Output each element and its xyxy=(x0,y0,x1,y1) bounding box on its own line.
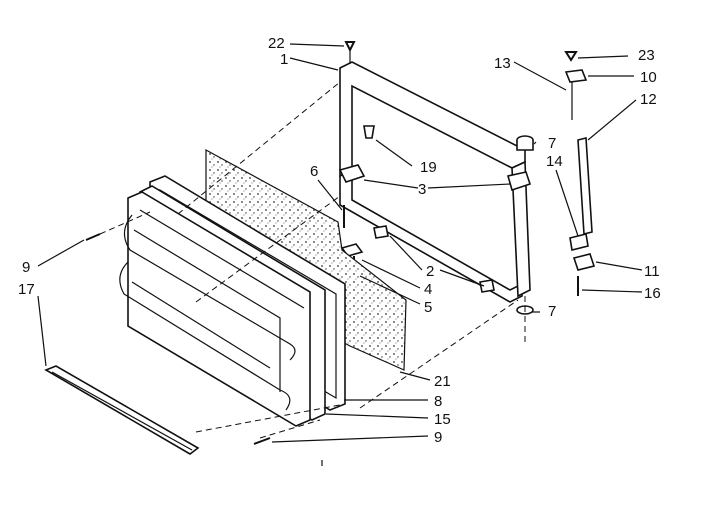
cup-7-upper xyxy=(516,135,534,151)
bumper-2 xyxy=(373,225,495,293)
assembly-lines xyxy=(99,81,519,439)
callout-23: 23 xyxy=(638,47,655,64)
hinge-cap-10 xyxy=(564,69,588,120)
leader-lines xyxy=(37,43,643,443)
callout-4: 4 xyxy=(424,281,432,298)
callout-7-lower: 7 xyxy=(548,303,556,320)
callout-11: 11 xyxy=(644,263,660,280)
trim-strip-17 xyxy=(44,365,200,455)
screw-9-bottom xyxy=(253,437,271,445)
callout-1: 1 xyxy=(280,51,288,68)
hinge-bracket-14 xyxy=(569,233,589,251)
callout-13: 13 xyxy=(494,55,511,72)
screw-22 xyxy=(344,41,356,64)
screw-9-left xyxy=(85,233,101,241)
door-frame-bracket xyxy=(339,61,531,303)
callout-22: 22 xyxy=(268,35,285,52)
door-stop-rod-12 xyxy=(577,136,593,236)
callout-10: 10 xyxy=(640,69,657,86)
callout-9-bottom: 9 xyxy=(434,429,442,446)
callout-21: 21 xyxy=(434,373,451,390)
callout-12: 12 xyxy=(640,91,657,108)
callout-8: 8 xyxy=(434,393,442,410)
callout-19: 19 xyxy=(420,159,437,176)
callout-17: 17 xyxy=(18,281,35,298)
hinge-block-3-left xyxy=(338,164,366,183)
callout-6: 6 xyxy=(310,163,318,180)
callout-5: 5 xyxy=(424,299,432,316)
callout-15: 15 xyxy=(434,411,451,428)
callout-16: 16 xyxy=(644,285,661,302)
callout-3: 3 xyxy=(418,181,426,198)
callout-2: 2 xyxy=(426,263,434,280)
cup-7-lower xyxy=(516,296,534,345)
hinge-block-3-right xyxy=(506,171,532,192)
screw-23 xyxy=(564,51,578,62)
callout-14: 14 xyxy=(546,153,563,170)
hinge-11 xyxy=(572,253,596,271)
door-liner-panel xyxy=(119,191,311,427)
callout-9-left: 9 xyxy=(22,259,30,276)
callout-7-upper: 7 xyxy=(548,135,556,152)
plug-19 xyxy=(363,125,375,139)
